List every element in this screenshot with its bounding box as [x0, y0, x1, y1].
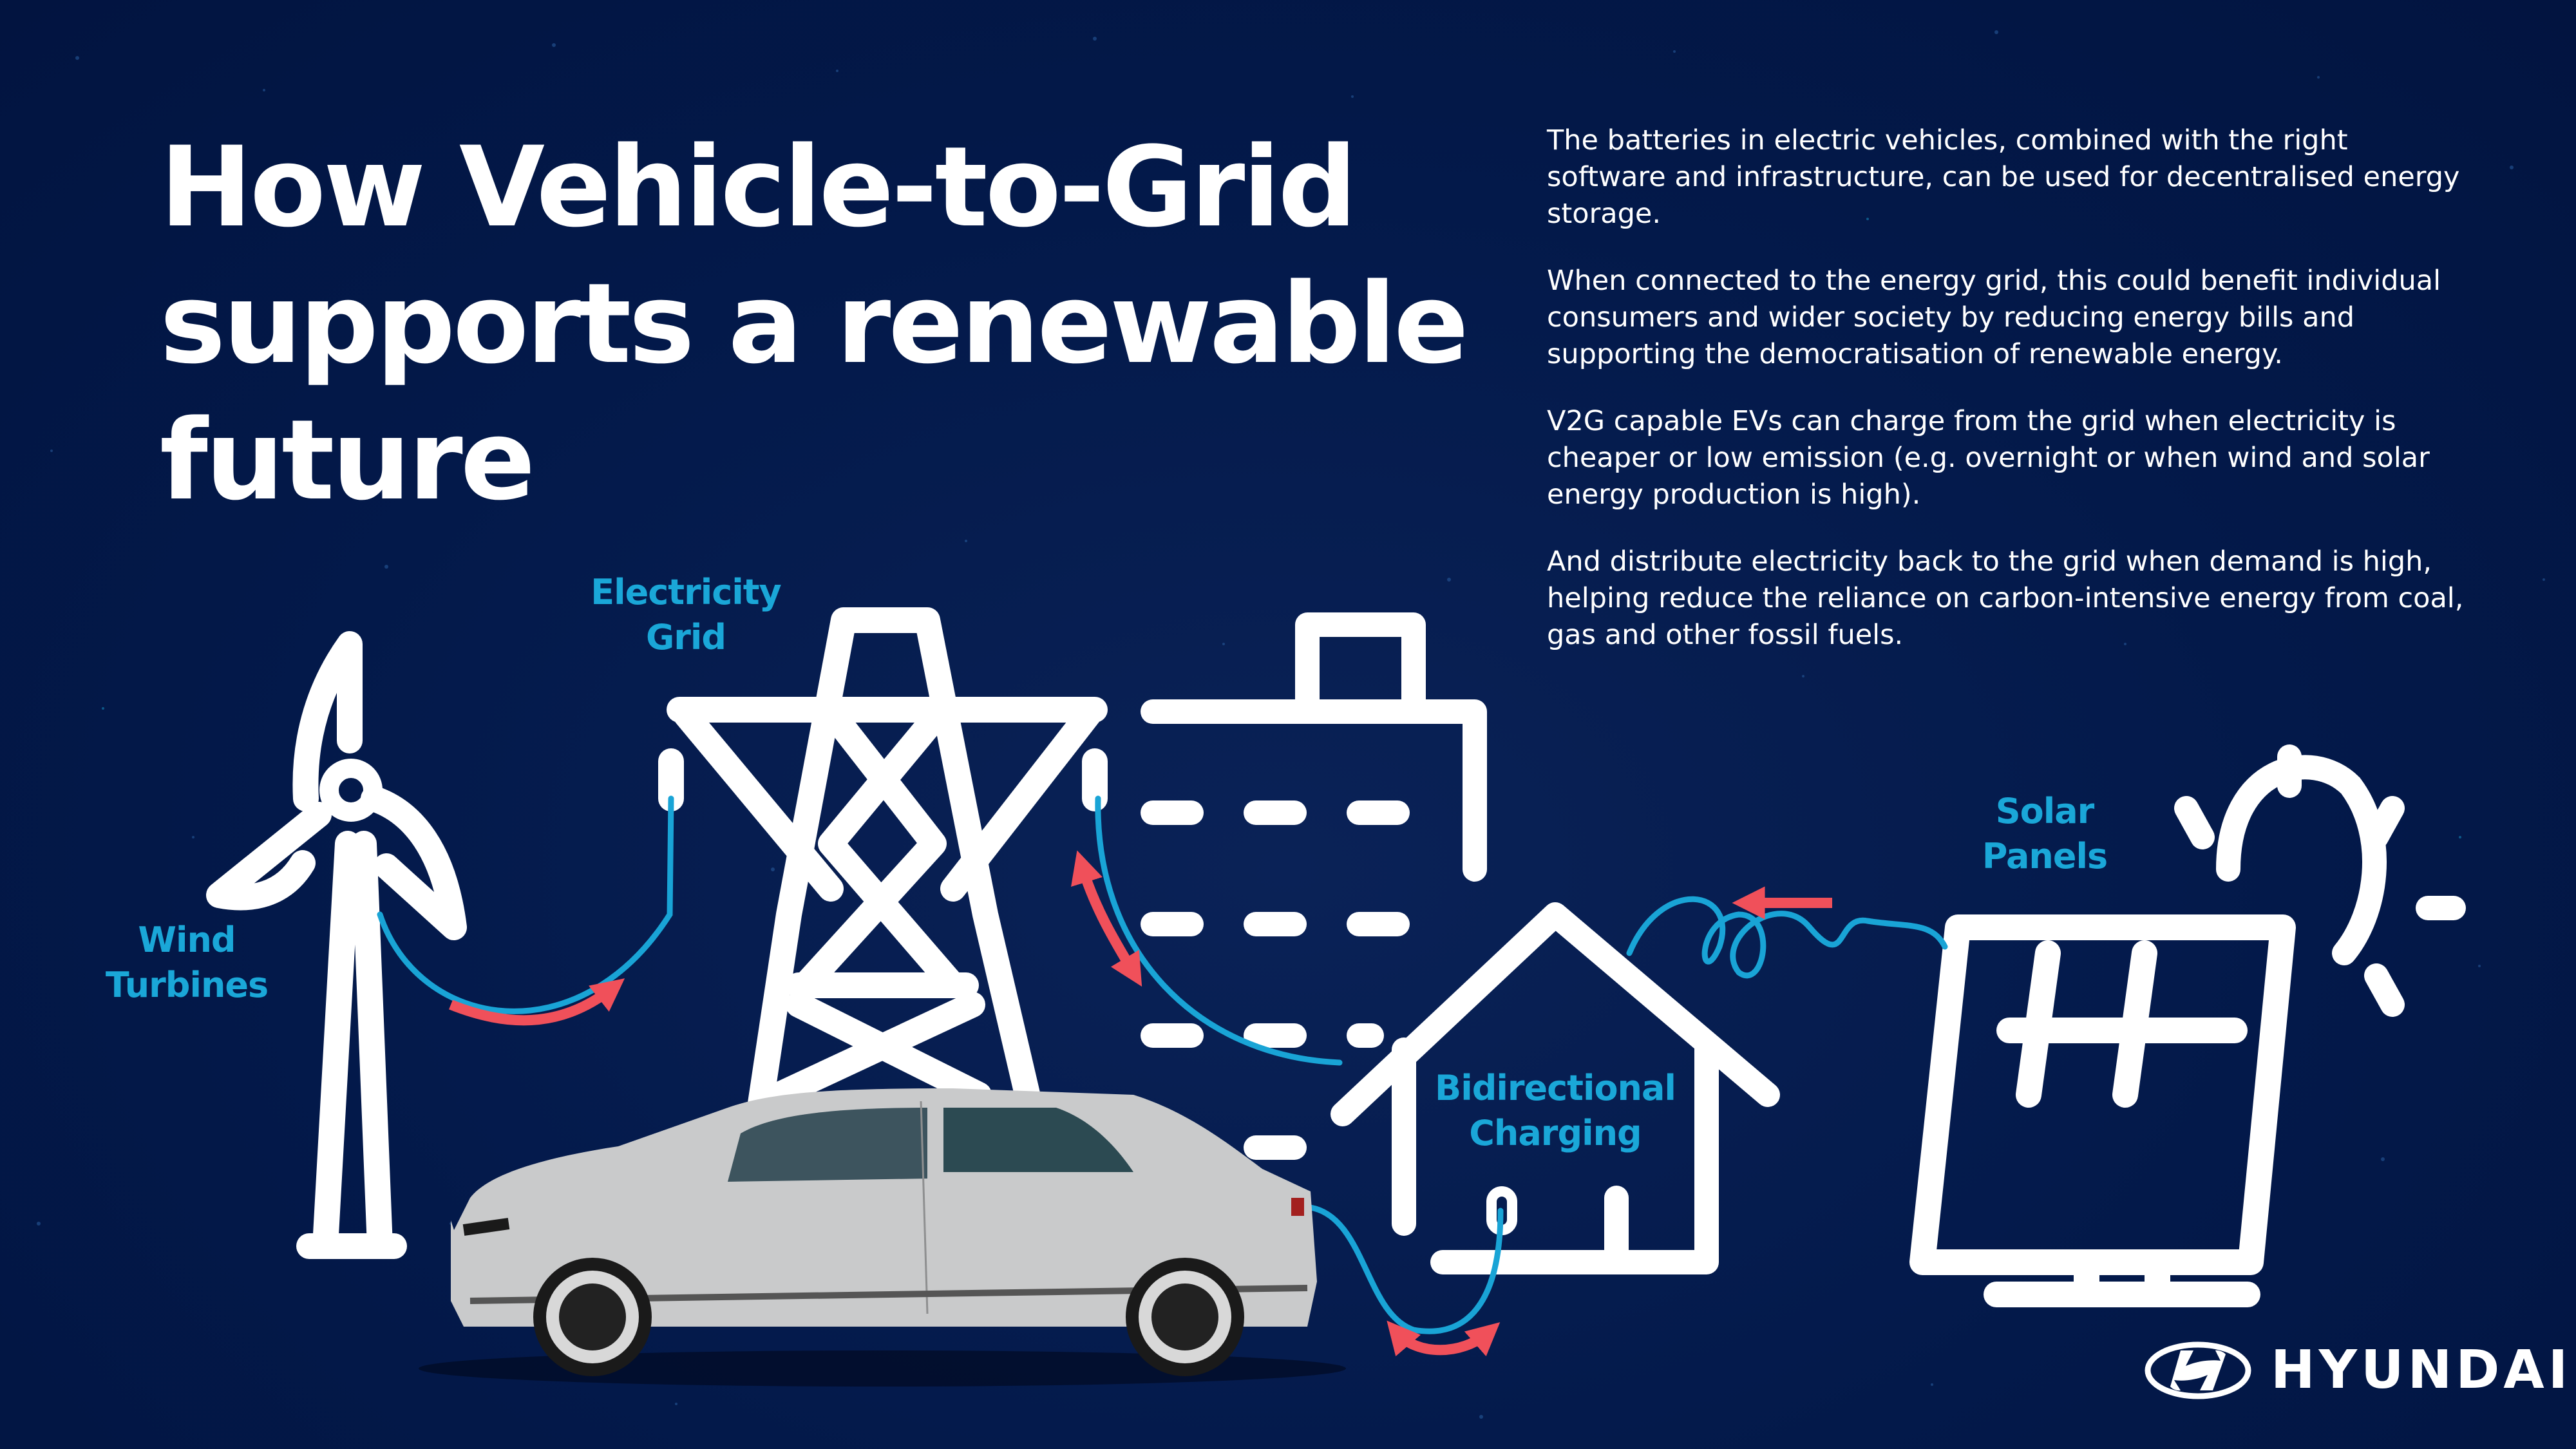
paragraph-distribution: And distribute electricity back to the g…	[1547, 545, 2464, 651]
hyundai-logo: HYUNDAI	[2143, 1340, 2571, 1401]
electricity-pylon-icon	[658, 607, 1108, 1121]
label-solar-line-2: Panels	[1982, 836, 2108, 876]
solar-panel-icon	[1909, 914, 2296, 1307]
paragraph-charging: V2G capable EVs can charge from the grid…	[1547, 405, 2430, 511]
label-charging-line-2: Charging	[1469, 1113, 1642, 1153]
label-wind-line-1: Wind	[138, 920, 236, 960]
page-title: How Vehicle-to-Grid supports a renewable…	[160, 119, 1512, 529]
label-electricity-grid: Electricity Grid	[580, 570, 792, 660]
sun-icon	[2174, 744, 2466, 1017]
arrow-car-house-bidirectional-icon	[1387, 1320, 1501, 1357]
label-solar-line-1: Solar	[1995, 791, 2095, 831]
arrow-wind-to-grid-icon	[449, 978, 625, 1026]
label-bidirectional-charging: Bidirectional Charging	[1423, 1066, 1687, 1156]
brand-wordmark: HYUNDAI	[2271, 1340, 2572, 1401]
title-line-2: supports a renewable	[160, 259, 1469, 388]
electric-car-image	[419, 1088, 1346, 1387]
label-wind-turbines: Wind Turbines	[97, 918, 277, 1008]
title-line-1: How Vehicle-to-Grid	[160, 122, 1357, 252]
building-icon	[1141, 612, 1487, 1160]
energy-flow-arrows	[449, 850, 1832, 1357]
arrow-grid-building-bidirectional-icon	[1071, 850, 1142, 987]
label-grid-line-1: Electricity	[591, 572, 782, 612]
label-charging-line-1: Bidirectional	[1435, 1068, 1676, 1108]
label-grid-line-2: Grid	[645, 617, 726, 658]
description-text: The batteries in electric vehicles, comb…	[1547, 122, 2468, 684]
label-wind-line-2: Turbines	[105, 965, 269, 1005]
house-charging-icon	[1331, 902, 1780, 1274]
wind-turbine-icon	[206, 631, 467, 1259]
paragraph-storage: The batteries in electric vehicles, comb…	[1547, 124, 2460, 230]
paragraph-benefits: When connected to the energy grid, this …	[1547, 265, 2441, 370]
label-solar-panels: Solar Panels	[1964, 789, 2125, 879]
hyundai-emblem-icon	[2145, 1341, 2251, 1399]
title-line-3: future	[160, 395, 535, 525]
